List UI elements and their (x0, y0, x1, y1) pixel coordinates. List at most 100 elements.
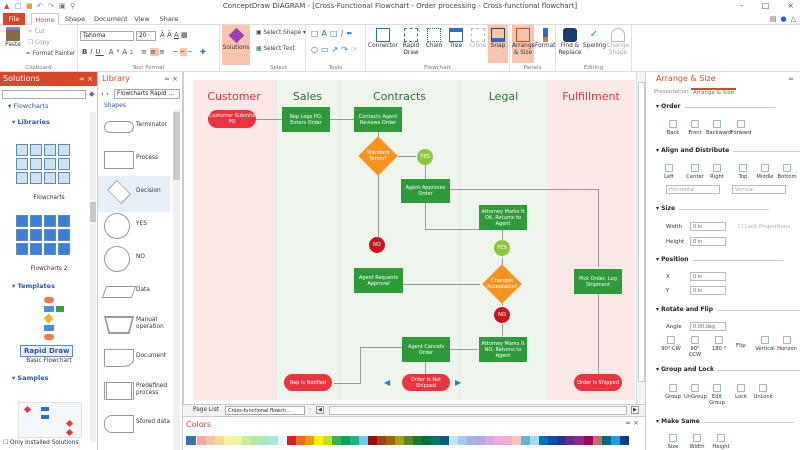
font-grow-shrink-buttons[interactable]: Â Ǎ A ▦ (160, 31, 188, 39)
backward-button[interactable]: Backward (706, 120, 731, 136)
color-picker-icon[interactable] (186, 436, 196, 445)
tab-document[interactable]: Document (94, 15, 128, 23)
sample-thumbnail[interactable] (18, 402, 82, 438)
library-nav-arrows[interactable]: ‹ › (101, 90, 109, 98)
color-swatch[interactable] (548, 436, 557, 445)
solutions-scrollbar[interactable] (90, 112, 96, 442)
library-shape-document[interactable]: Document (98, 341, 170, 377)
format-button[interactable]: Format (535, 28, 555, 50)
close-button[interactable]: × (787, 1, 794, 10)
open-icon[interactable]: ■ (26, 2, 33, 10)
connector[interactable] (450, 189, 598, 190)
node-attorney-ok[interactable]: Attorney Marks It OK, Returns to Agent (479, 205, 527, 230)
section-size[interactable]: ▾ Size (656, 205, 770, 212)
align-center-button[interactable]: Center (684, 164, 706, 180)
nav-left-arrow-icon[interactable]: ◀ (384, 378, 391, 387)
tab-arrange-size[interactable]: Arrange & Size (691, 88, 736, 96)
color-swatch[interactable] (530, 436, 539, 445)
format-painter-button[interactable]: ✒ Format Painter (26, 51, 76, 57)
height-input[interactable]: 0 in (690, 237, 726, 246)
lane-fulfillment[interactable]: Fulfillment (547, 80, 635, 400)
canvas-vertical-scrollbar[interactable] (636, 72, 645, 404)
color-swatch[interactable] (215, 436, 224, 445)
color-swatch[interactable] (512, 436, 521, 445)
template-thumbnail[interactable] (40, 297, 64, 342)
color-swatch[interactable] (296, 436, 305, 445)
section-position[interactable]: ▾ Position (656, 256, 781, 263)
color-swatch[interactable] (323, 436, 332, 445)
section-align[interactable]: ▾ Align and Distribute (656, 147, 800, 154)
forward-button[interactable]: Forward (730, 120, 752, 136)
edit-group-button[interactable]: Edit Group (706, 384, 728, 406)
color-swatch[interactable] (458, 436, 467, 445)
h-scroll-right-button[interactable]: ▶ (631, 406, 639, 414)
connector[interactable] (378, 172, 379, 237)
paste-button[interactable]: Paste (3, 27, 23, 49)
connector[interactable] (403, 284, 480, 285)
rotate-cw-button[interactable]: 90° CW (660, 336, 682, 352)
node-yes-2[interactable]: YES (494, 240, 510, 256)
node-no-2[interactable]: NO (494, 307, 510, 323)
color-swatches[interactable] (197, 436, 629, 445)
node-order-is-shipped[interactable]: Order Is Shipped (574, 374, 622, 391)
snap-button[interactable]: Snap (488, 25, 508, 63)
only-installed-checkbox[interactable]: ☐ Only Installed Solutions (3, 440, 79, 446)
connector[interactable] (425, 165, 426, 179)
align-left-button[interactable]: Left (658, 164, 680, 180)
color-swatch[interactable] (251, 436, 260, 445)
library-shape-yes[interactable]: YES (98, 209, 170, 245)
library-scrollbar[interactable] (173, 110, 180, 450)
ribbon-collapse-icon[interactable]: △ (790, 15, 796, 23)
layout-icon[interactable]: ▤ (769, 15, 777, 23)
color-swatch[interactable] (260, 436, 269, 445)
shapes-section-header[interactable]: Shapes (104, 102, 126, 109)
node-agent-requests-approval[interactable]: Agent Requests Approval (354, 268, 403, 293)
section-templates[interactable]: ▾ Templates (12, 282, 55, 290)
undo-icon[interactable]: ↶ (37, 2, 43, 10)
color-swatch[interactable] (350, 436, 359, 445)
connector[interactable] (378, 132, 379, 140)
save-icon[interactable]: ▣ (59, 2, 66, 10)
color-swatch[interactable] (287, 436, 296, 445)
section-make-same[interactable]: ▾ Make Same (656, 418, 794, 425)
color-swatch[interactable] (620, 436, 629, 445)
canvas-horizontal-scrollbar[interactable] (329, 406, 627, 415)
rapid-draw-button[interactable]: Rapid Draw (400, 28, 422, 57)
lock-button[interactable]: Lock (730, 384, 752, 400)
width-input[interactable]: 0 in (690, 222, 726, 231)
tab-presentation[interactable]: Presentation (654, 89, 689, 95)
same-size-button[interactable]: Size (662, 434, 684, 450)
align-top-button[interactable]: Top (732, 164, 754, 180)
same-width-button[interactable]: Width (686, 434, 708, 450)
flip-horizontal-button[interactable]: Horizon (776, 336, 798, 352)
tab-home[interactable]: Home (31, 13, 59, 25)
find-replace-button[interactable]: Find & Replace (558, 28, 582, 57)
node-pick-order[interactable]: Pick Order, Log Shipment (574, 269, 622, 294)
group-button[interactable]: Group (662, 384, 684, 400)
library-shape-manual-operation[interactable]: Manual operation (98, 308, 170, 344)
color-swatch[interactable] (359, 436, 368, 445)
h-scroll-left-button[interactable]: ◀ (316, 406, 324, 414)
pin-close-icons[interactable]: ∞ × (164, 75, 178, 83)
font-size-select[interactable]: 20 (136, 31, 156, 41)
library-dropdown[interactable]: Flowcharts Rapid ... (114, 89, 180, 99)
color-swatch[interactable] (557, 436, 566, 445)
connector[interactable] (398, 156, 416, 157)
connector[interactable] (360, 347, 361, 383)
connector[interactable] (425, 202, 426, 230)
rotate-180-button[interactable]: 180 ° (708, 336, 730, 352)
y-input[interactable]: 0 in (690, 286, 726, 295)
color-swatch[interactable] (593, 436, 602, 445)
node-customer-submits-po[interactable]: Customer Submits PO (208, 110, 256, 128)
redo-icon[interactable]: ↷ (48, 2, 54, 10)
connector[interactable] (425, 229, 479, 230)
library-shape-stored-data[interactable]: Stored data (98, 407, 170, 443)
front-button[interactable]: Front (684, 120, 706, 136)
color-swatch[interactable] (404, 436, 413, 445)
color-swatch[interactable] (368, 436, 377, 445)
ungroup-button[interactable]: UnGroup (684, 384, 707, 400)
lane-customer[interactable]: Customer (193, 80, 275, 400)
solutions-button[interactable]: Solutions (222, 25, 250, 65)
color-swatch[interactable] (440, 436, 449, 445)
align-bottom-button[interactable]: Bottom (776, 164, 798, 180)
